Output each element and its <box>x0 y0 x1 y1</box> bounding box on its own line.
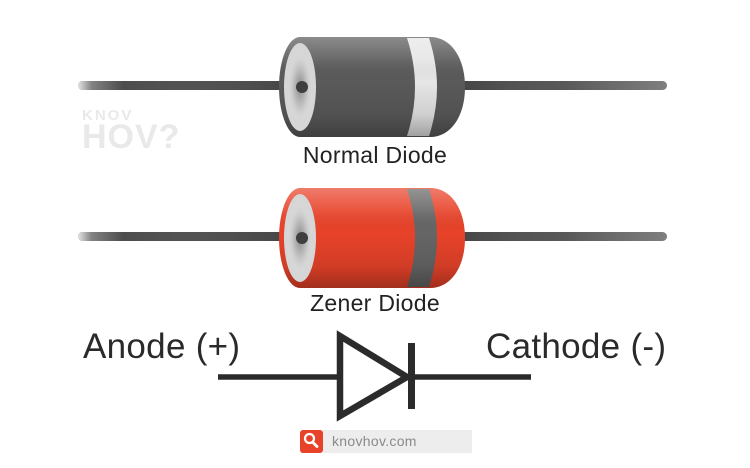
normal-diode-figure <box>78 37 667 137</box>
zener-diode-figure <box>78 188 667 288</box>
zener-diode-body-shading <box>300 188 465 288</box>
normal-diode-lead-tip <box>296 81 308 93</box>
normal-diode-left-lead-shine <box>78 81 305 90</box>
watermark-line1: KNOV <box>82 107 134 124</box>
zener-diode-left-lead-shine <box>78 232 305 241</box>
watermark: KNOV HOV? <box>82 108 180 154</box>
zener-diode-label: Zener Diode <box>310 290 440 316</box>
watermark-line2: HOV? <box>82 118 181 156</box>
footer-badge <box>300 430 472 453</box>
search-icon <box>303 432 319 448</box>
normal-diode-band-shading <box>407 38 437 136</box>
zener-diode-right-lead-shine <box>456 232 667 241</box>
zener-diode-lead-tip <box>296 232 308 244</box>
zener-diode-band-shading <box>407 189 437 287</box>
diode-symbol <box>218 330 531 422</box>
normal-diode-label: Normal Diode <box>302 142 448 168</box>
cathode-label: Cathode (-) <box>486 327 667 366</box>
site-field <box>323 430 472 453</box>
symbol-triangle <box>336 330 414 422</box>
anode-label: Anode (+) <box>83 327 241 366</box>
normal-diode-body-shading <box>300 37 465 137</box>
normal-diode-right-lead-shine <box>456 81 667 90</box>
site-url: knovhov.com <box>332 433 417 449</box>
